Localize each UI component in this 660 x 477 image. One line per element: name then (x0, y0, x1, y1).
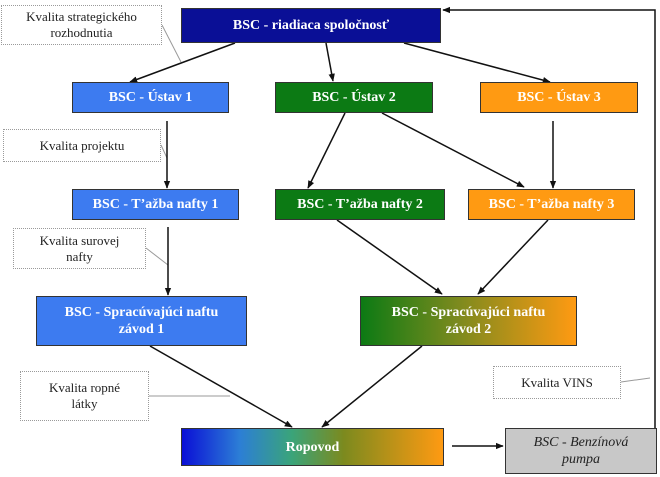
note-line-1: Kvalita ropné (48, 380, 121, 395)
node-label: BSC - Spracúvajúci naftu závod 2 (392, 304, 546, 338)
note-kvalita-projektu: Kvalita projektu (3, 129, 161, 162)
note-text: Kvalita surovej nafty (40, 233, 120, 265)
leader-surova (145, 247, 169, 266)
note-line-2: nafty (66, 248, 93, 264)
leader-projekt (160, 144, 168, 159)
node-spracovanie-zavod-1: BSC - Spracúvajúci naftu závod 1 (36, 296, 247, 346)
arrow-root-ustav2 (325, 42, 335, 82)
note-kvalita-surovej-nafty: Kvalita surovej nafty (13, 228, 146, 269)
note-kvalita-vins: Kvalita VINS (493, 366, 621, 399)
node-label: BSC - T’ažba nafty 1 (92, 197, 219, 212)
arrow-root-ustav3 (403, 42, 551, 84)
note-text: Kvalita ropné látky (49, 380, 120, 412)
node-ustav-1: BSC - Ústav 1 (72, 82, 229, 113)
node-label-line-1: BSC - Spracúvajúci naftu (391, 305, 546, 320)
note-text: Kvalita projektu (39, 137, 125, 153)
note-kvalita-strategickeho-rozhodnutia: Kvalita strategického rozhodnutia (1, 5, 162, 45)
note-text: Kvalita strategického rozhodnutia (26, 9, 137, 41)
note-line-2: rozhodnutia (50, 25, 113, 40)
node-label: BSC - Ústav 3 (517, 90, 601, 105)
arrow-tazba2-spracovanie2 (336, 219, 443, 295)
note-line-1: Kvalita strategického (26, 9, 137, 24)
node-label-line-2: závod 2 (445, 322, 492, 337)
arrow-pumpa-feedback-root (442, 6, 656, 428)
node-label-line-1: BSC - Spracúvajúci naftu (64, 305, 219, 320)
node-label: BSC - riadiaca spoločnosť (232, 18, 390, 33)
note-text: Kvalita VINS (521, 374, 593, 390)
leader-vins (620, 377, 651, 383)
node-label: BSC - Benzínová pumpa (534, 434, 629, 468)
arrow-spracovanie2-ropovod (321, 345, 423, 428)
leader-strategicke (161, 24, 182, 63)
node-label: BSC - T’ažba nafty 3 (488, 197, 615, 212)
arrow-spracovanie1-ropovod (149, 345, 293, 428)
node-label-line-2: pumpa (561, 452, 601, 467)
node-label: Ropovod (285, 439, 340, 455)
node-label: BSC - Ústav 2 (312, 90, 396, 105)
arrow-ustav2-tazba3 (381, 112, 525, 188)
note-kvalita-ropne-latky: Kvalita ropné látky (20, 371, 149, 421)
node-ustav-3: BSC - Ústav 3 (480, 82, 638, 113)
node-ropovod: Ropovod (181, 428, 444, 466)
node-spracovanie-zavod-2: BSC - Spracúvajúci naftu závod 2 (360, 296, 577, 346)
node-label: BSC - T’ažba nafty 2 (297, 197, 423, 212)
note-line-2: látky (71, 396, 98, 411)
node-benzinova-pumpa: BSC - Benzínová pumpa (505, 428, 657, 474)
node-label: BSC - Spracúvajúci naftu závod 1 (65, 304, 219, 338)
arrow-tazba3-spracovanie2 (477, 219, 549, 295)
arrow-ustav2-tazba2 (307, 112, 346, 189)
node-label: BSC - Ústav 1 (108, 90, 193, 105)
node-tazba-nafty-2: BSC - T’ažba nafty 2 (275, 189, 445, 220)
arrow-root-ustav1 (129, 42, 236, 83)
node-label-line-1: BSC - Benzínová (533, 435, 629, 450)
node-tazba-nafty-1: BSC - T’ažba nafty 1 (72, 189, 239, 220)
node-ustav-2: BSC - Ústav 2 (275, 82, 433, 113)
note-line-1: Kvalita surovej (39, 232, 120, 248)
node-tazba-nafty-3: BSC - T’ažba nafty 3 (468, 189, 635, 220)
node-riadiaca-spolocnost: BSC - riadiaca spoločnosť (181, 8, 441, 43)
node-label-line-2: závod 1 (118, 322, 165, 337)
